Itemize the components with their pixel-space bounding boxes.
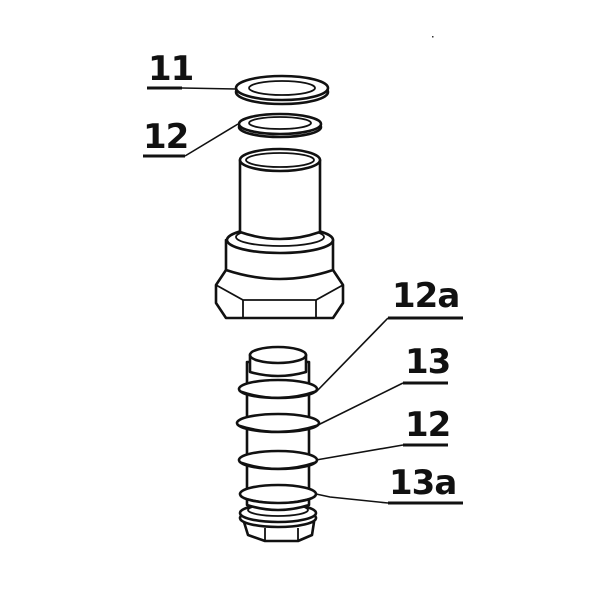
leader-line [315, 493, 389, 504]
callout-13a: 13a [315, 463, 463, 505]
callout-12a: 12a [315, 276, 463, 393]
label-12-bottom: 12 [405, 405, 450, 445]
callout-12-top: 12 [143, 117, 239, 158]
threaded-nipple [235, 345, 321, 543]
label-12-top: 12 [143, 117, 188, 157]
callout-11: 11 [147, 49, 237, 90]
callout-12-bottom: 12 [315, 405, 451, 461]
leader-line [315, 317, 389, 393]
callout-13: 13 [317, 342, 451, 426]
leader-line [317, 382, 404, 426]
leader-line [184, 123, 239, 157]
sealing-ring-11 [234, 74, 330, 106]
leader-line [181, 87, 237, 90]
union-nut [214, 147, 345, 320]
washer-12 [237, 112, 323, 139]
label-13: 13 [405, 342, 450, 382]
leader-line [315, 444, 404, 461]
stray-dot [432, 36, 434, 38]
label-13a: 13a [389, 463, 456, 503]
label-12a: 12a [392, 276, 459, 316]
label-11: 11 [148, 49, 193, 89]
